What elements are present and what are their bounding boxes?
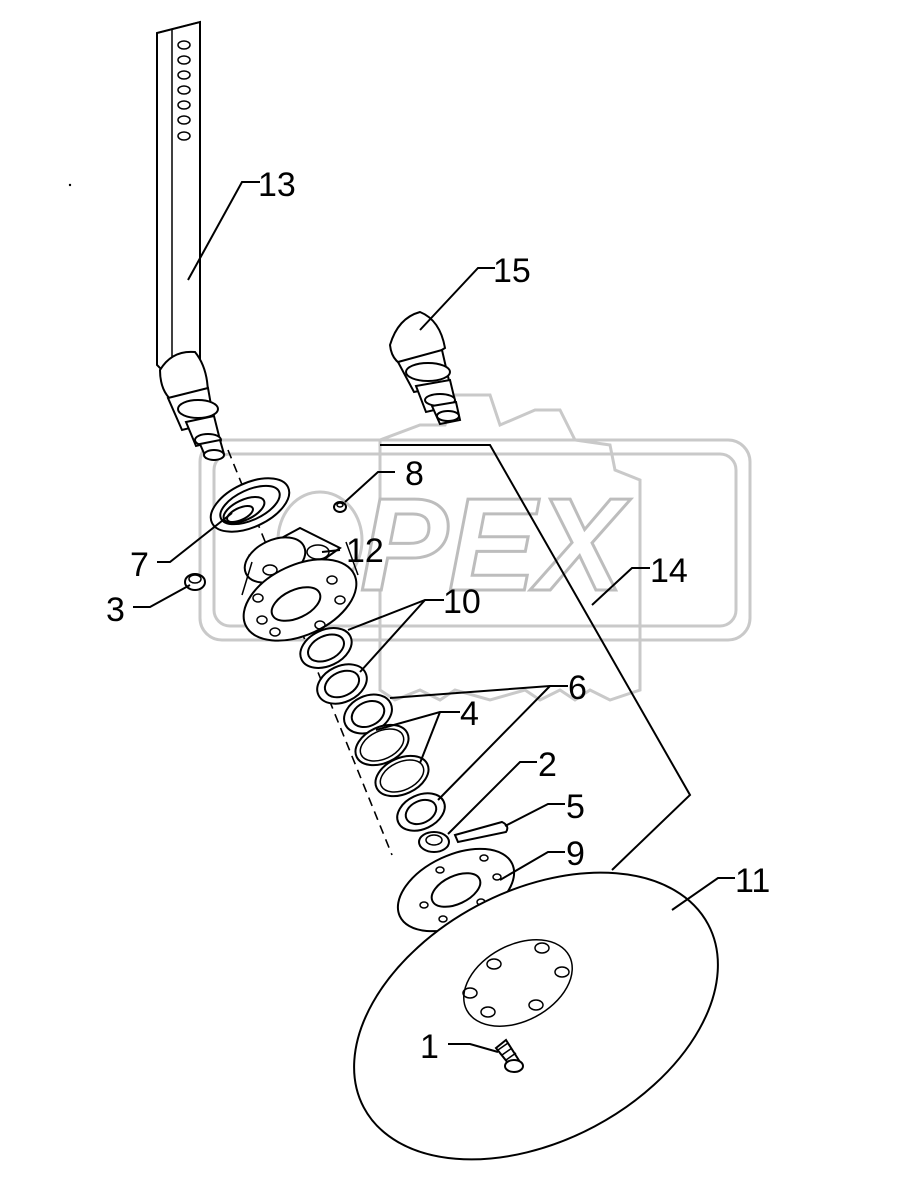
callout-13: 13 — [258, 166, 296, 204]
callout-15: 15 — [493, 252, 531, 290]
callout-2: 2 — [538, 746, 557, 784]
leader-3 — [133, 584, 191, 608]
part-11-disc — [353, 871, 719, 1161]
leader-13 — [187, 181, 260, 281]
part-8-grease-nipple — [333, 501, 347, 513]
watermark-outer-frame — [198, 438, 752, 642]
part-13-arm — [156, 20, 226, 461]
callout-4: 4 — [460, 695, 479, 733]
callout-10: 10 — [443, 583, 481, 621]
part-7-seal — [209, 477, 291, 533]
watermark-logo: PEX — [198, 393, 752, 702]
callout-1: 1 — [420, 1028, 439, 1066]
leader-15 — [419, 267, 495, 331]
leader-14 — [591, 567, 650, 606]
leader-10b — [359, 599, 426, 673]
part-12-hub — [241, 526, 359, 642]
leader-6b — [437, 685, 551, 801]
watermark-gear — [378, 393, 642, 702]
disc-bolt-holes — [462, 942, 570, 1018]
part-1-bolt — [494, 1038, 524, 1073]
leader-8 — [344, 471, 395, 503]
callout-12: 12 — [346, 532, 384, 570]
part-10-bearings — [299, 627, 368, 705]
watermark-inner-frame — [212, 452, 738, 628]
leader-7 — [157, 512, 233, 563]
callout-5: 5 — [566, 788, 585, 826]
callout-9: 9 — [566, 835, 585, 873]
callout-3: 3 — [106, 591, 125, 629]
part-15-stub-axle — [388, 310, 462, 426]
callout-8: 8 — [405, 455, 424, 493]
leader-4b — [419, 711, 441, 764]
callout-labels: 13 15 8 7 12 3 10 14 6 4 2 5 9 11 1 — [106, 166, 770, 1066]
part-14-assembly-outline — [380, 444, 692, 871]
callout-7: 7 — [130, 546, 149, 584]
leader-12 — [321, 549, 341, 553]
part-6-seals — [343, 693, 446, 832]
part-4-circlips — [354, 723, 430, 798]
part-2-nut — [418, 831, 450, 853]
watermark-text: PEX — [360, 471, 631, 618]
stray-dot — [68, 183, 72, 187]
leader-1 — [448, 1043, 499, 1053]
hub-bolt-holes — [252, 575, 346, 637]
part-5-split-pin — [453, 820, 509, 844]
leader-2 — [447, 761, 537, 835]
callout-14: 14 — [650, 552, 688, 590]
leader-11 — [671, 877, 735, 911]
arm-holes — [177, 40, 191, 141]
leader-5 — [504, 803, 565, 827]
leader-lines — [133, 181, 735, 1053]
callout-11: 11 — [735, 862, 770, 900]
callout-6: 6 — [568, 669, 587, 707]
leader-9 — [499, 851, 565, 881]
part-3-cap — [184, 573, 206, 591]
